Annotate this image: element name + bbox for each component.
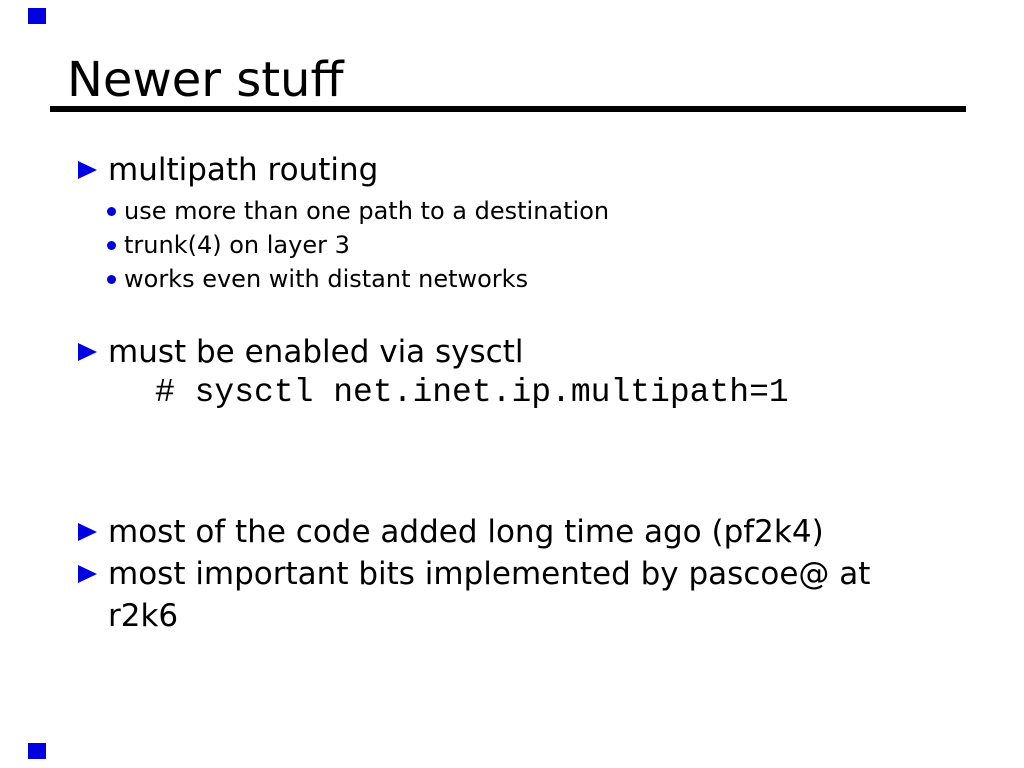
sub-bullet-item: works even with distant networks [107,262,529,296]
bullet-item: most important bits implemented by pasco… [78,554,871,594]
bullet-text: must be enabled via sysctl [108,334,524,370]
bullet-item: multipath routing [78,150,379,190]
sub-bullet-item: use more than one path to a destination [107,194,610,228]
corner-marker-top-icon [28,8,46,24]
bullet-text: most of the code added long time ago (pf… [108,514,824,550]
bullet-dot-icon [107,207,116,216]
bullet-triangle-icon [78,523,97,541]
bullet-triangle-icon [78,161,97,179]
bullet-text: r2k6 [108,598,179,634]
bullet-item: most of the code added long time ago (pf… [78,512,824,552]
title-underline [50,106,966,112]
bullet-text-continuation: r2k6 [108,596,178,636]
bullet-text: multipath routing [108,152,379,188]
sub-bullet-text: trunk(4) on layer 3 [124,231,350,259]
corner-marker-bottom-icon [28,743,46,759]
bullet-dot-icon [107,241,116,250]
bullet-item: must be enabled via sysctl [78,332,524,372]
bullet-triangle-icon [78,343,97,361]
bullet-triangle-icon [78,565,97,583]
sub-bullet-item: trunk(4) on layer 3 [107,228,350,262]
sub-bullet-text: works even with distant networks [124,265,529,293]
code-line: # sysctl net.inet.ip.multipath=1 [155,374,789,411]
slide-title: Newer stuff [67,52,344,108]
bullet-dot-icon [107,275,116,284]
sub-bullet-text: use more than one path to a destination [124,197,610,225]
bullet-text: most important bits implemented by pasco… [108,556,871,592]
